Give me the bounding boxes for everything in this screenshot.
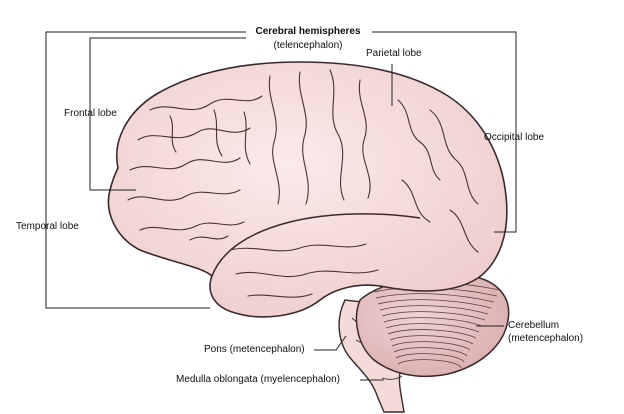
medulla-label: Medulla oblongata (myelencephalon) <box>176 374 340 385</box>
occipital-lobe-label: Occipital lobe <box>484 132 545 143</box>
cerebellum-folium <box>387 329 477 339</box>
gyrus-line <box>139 221 245 231</box>
cerebellum-sub-label: (metencephalon) <box>508 333 584 344</box>
cerebellum-label: Cerebellum <box>508 320 560 331</box>
gyrus-line <box>298 71 309 205</box>
cerebellum-folium <box>393 347 468 357</box>
leader-lines <box>45 31 517 381</box>
gyrus-line <box>401 179 431 223</box>
gyrus-line <box>137 127 251 141</box>
cerebellum-folium <box>379 305 489 315</box>
cerebellum-folium <box>397 359 462 369</box>
gyrus-line <box>213 109 223 157</box>
frontal-lobe-label: Frontal lobe <box>64 108 117 119</box>
cerebellum-folium <box>389 335 474 345</box>
cerebral-hemispheres-label: Cerebral hemispheres <box>255 26 361 37</box>
gyrus-line <box>235 269 379 278</box>
gyrus-line <box>329 69 345 201</box>
cerebellum-folium <box>381 311 486 321</box>
cerebellum-folium <box>375 293 495 303</box>
gyrus-line <box>397 99 441 181</box>
temporal-lobe-label: Temporal lobe <box>16 221 79 232</box>
cerebellum-folium <box>395 353 465 363</box>
gyrus-line <box>149 95 263 111</box>
cerebellum-folium <box>383 317 483 327</box>
gyrus-line <box>268 75 280 205</box>
gyrus-line <box>189 235 229 241</box>
gyrus-line <box>129 157 241 171</box>
gyrus-line <box>358 79 371 199</box>
cerebellum-folium <box>391 341 471 351</box>
gyrus-line <box>429 109 479 205</box>
telencephalon-label: (telencephalon) <box>273 40 343 51</box>
gyrus-line <box>243 111 251 165</box>
gyrus-line <box>449 209 479 253</box>
cerebrum-shape <box>107 61 508 318</box>
gyrus-line <box>127 189 241 201</box>
gyrus-line <box>229 243 367 252</box>
pons-label: Pons (metencephalon) <box>204 344 305 355</box>
cerebellum-folium <box>385 323 480 333</box>
parietal-lobe-label: Parietal lobe <box>366 48 422 59</box>
gyrus-line <box>169 115 177 153</box>
cerebellum-folium <box>377 299 492 309</box>
cerebellum-shape <box>355 274 510 378</box>
gyrus-line <box>247 293 313 298</box>
